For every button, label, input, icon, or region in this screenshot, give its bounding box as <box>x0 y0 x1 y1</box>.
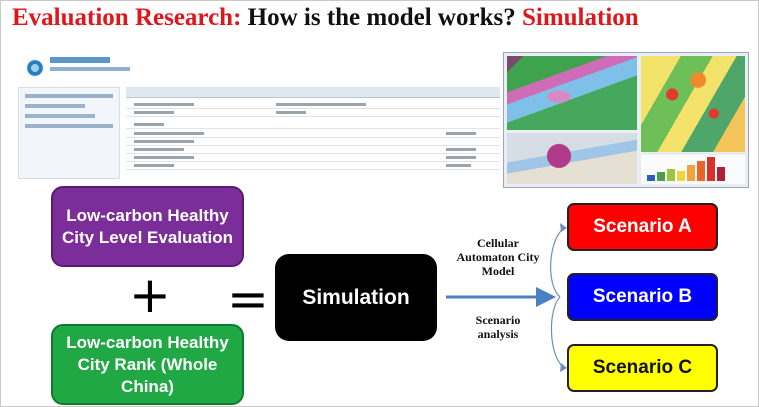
simulation-box: Simulation <box>275 254 437 341</box>
map-thumbnail <box>641 56 745 152</box>
plus-operator: + <box>129 266 171 324</box>
cellular-automaton-label: Cellular Automaton City Model <box>456 236 540 278</box>
brace-arrow-c <box>550 296 565 369</box>
software-sidebar <box>18 87 120 179</box>
software-table-row <box>126 146 500 154</box>
software-brand-mark <box>50 57 110 63</box>
brace-arrow-a <box>550 227 565 298</box>
title-part-1: Evaluation Research: <box>12 4 242 31</box>
software-table-row <box>126 109 500 117</box>
software-table-row <box>126 154 500 162</box>
rank-box: Low-carbon Healthy City Rank (Whole Chin… <box>51 324 244 405</box>
scenario-analysis-label: Scenario analysis <box>475 313 521 341</box>
map-thumbnail <box>507 133 637 184</box>
brace-arrowhead-a <box>560 223 567 232</box>
software-table-row <box>126 138 500 146</box>
title-part-3: Simulation <box>515 4 639 31</box>
brace-arrowhead-c <box>560 363 567 372</box>
title-part-2: How is the model works? <box>241 4 516 31</box>
software-brand-subtitle <box>50 67 130 71</box>
software-table-row <box>126 101 500 109</box>
software-screenshot <box>14 45 500 179</box>
main-arrow-head <box>536 287 556 307</box>
simulation-maps <box>503 52 749 188</box>
map-thumbnail <box>507 56 637 130</box>
scenario-b-box: Scenario B <box>567 273 718 321</box>
software-table-row <box>126 121 500 129</box>
software-table-row <box>126 130 500 138</box>
scenario-c-box: Scenario C <box>567 344 718 392</box>
evaluation-box: Low-carbon Healthy City Level Evaluation <box>51 186 244 267</box>
equals-operator: = <box>227 270 269 328</box>
software-logo-icon <box>26 59 44 77</box>
software-toolbar <box>126 87 500 98</box>
scenario-a-box: Scenario A <box>567 203 718 251</box>
map-legend-bars <box>641 155 745 184</box>
slide-title: Evaluation Research: How is the model wo… <box>12 4 639 32</box>
software-table-row <box>126 162 500 170</box>
